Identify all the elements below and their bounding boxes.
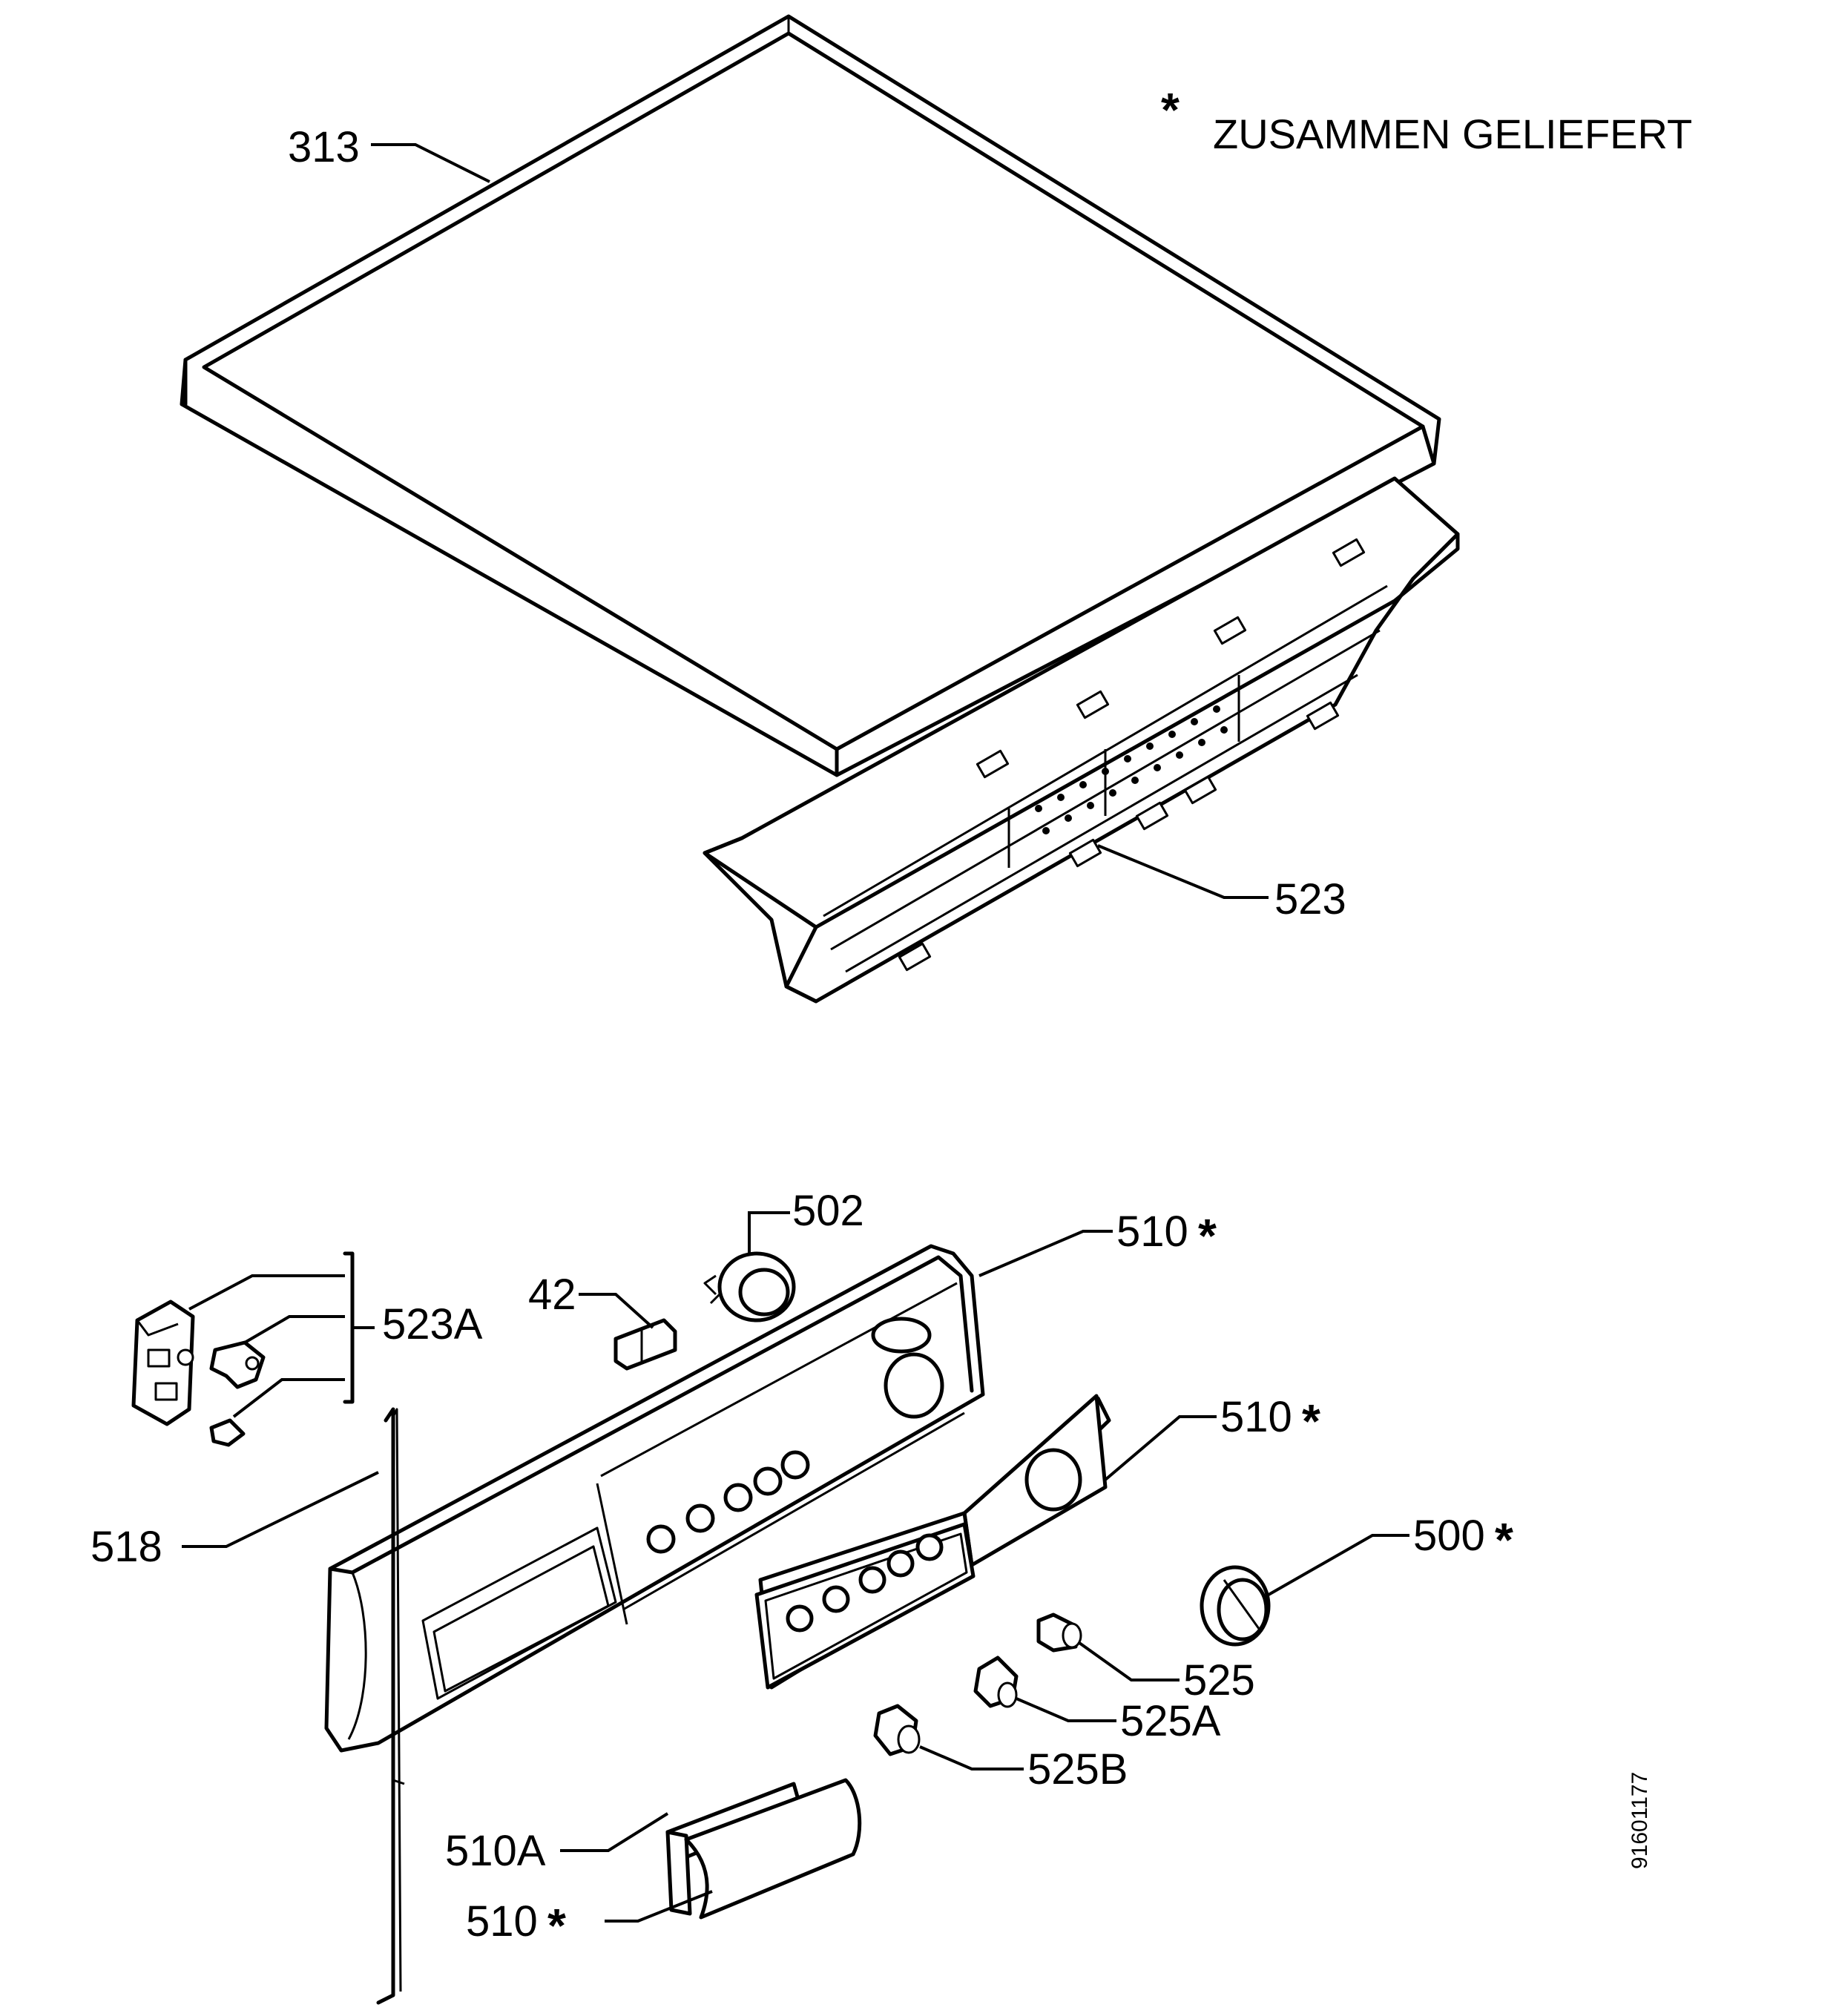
leader-518 <box>182 1471 379 1548</box>
label-523A: 523A <box>382 1300 483 1348</box>
note-asterisk: * <box>1161 83 1180 136</box>
asterisk-500: * <box>1495 1513 1513 1567</box>
knob-500 <box>1200 1565 1271 1647</box>
vent-holes <box>1035 705 1228 834</box>
leader-502 <box>748 1211 790 1254</box>
leader-523A-2 <box>243 1315 345 1344</box>
lamp-holder-502 <box>703 1251 796 1322</box>
label-510A: 510A <box>445 1827 546 1875</box>
leader-523A-3 <box>232 1378 345 1418</box>
label-518: 518 <box>91 1523 162 1571</box>
label-523: 523 <box>1274 875 1346 923</box>
leader-42 <box>579 1293 654 1329</box>
control-fascia <box>324 1244 985 1753</box>
leader-510A <box>560 1812 669 1852</box>
label-313: 313 <box>288 123 360 171</box>
latch-assembly <box>131 1299 266 1447</box>
asterisk-510-c: * <box>547 1899 566 1952</box>
leader-525B <box>919 1745 1024 1770</box>
worktop-lid <box>180 14 1441 777</box>
push-button-525 <box>1036 1613 1082 1653</box>
button-strip <box>754 1522 976 1690</box>
label-525B: 525B <box>1027 1745 1128 1793</box>
label-525A: 525A <box>1120 1697 1221 1745</box>
push-button-525B <box>873 1704 921 1756</box>
label-502: 502 <box>792 1187 864 1235</box>
document-number: 91601177 <box>1628 1772 1652 1869</box>
label-525: 525 <box>1183 1656 1255 1704</box>
label-42: 42 <box>528 1271 576 1319</box>
control-panel-frame <box>703 476 1460 1004</box>
asterisk-510-a: * <box>1198 1209 1217 1262</box>
bracket-523A <box>343 1251 355 1404</box>
leader-510-c <box>605 1890 713 1923</box>
label-510-a: 510 <box>1116 1208 1188 1256</box>
label-510-b: 510 <box>1220 1393 1292 1441</box>
label-510-c: 510 <box>466 1897 538 1946</box>
label-500: 500 <box>1413 1512 1485 1560</box>
leader-523A-1 <box>188 1274 345 1311</box>
push-button-525A <box>973 1656 1019 1708</box>
note-text: ZUSAMMEN GELIEFERT <box>1213 111 1692 157</box>
leader-523 <box>1097 844 1269 899</box>
leader-313 <box>371 143 490 183</box>
asterisk-510-b: * <box>1302 1394 1320 1448</box>
leader-510-a <box>978 1230 1113 1277</box>
leader-525 <box>1078 1641 1180 1681</box>
switch-42 <box>613 1318 677 1371</box>
leader-500 <box>1268 1534 1409 1596</box>
leader-525A <box>1016 1697 1116 1722</box>
leader-510-b <box>1104 1415 1217 1481</box>
dispenser-handle <box>665 1778 862 1920</box>
rod-518 <box>376 1407 405 2005</box>
